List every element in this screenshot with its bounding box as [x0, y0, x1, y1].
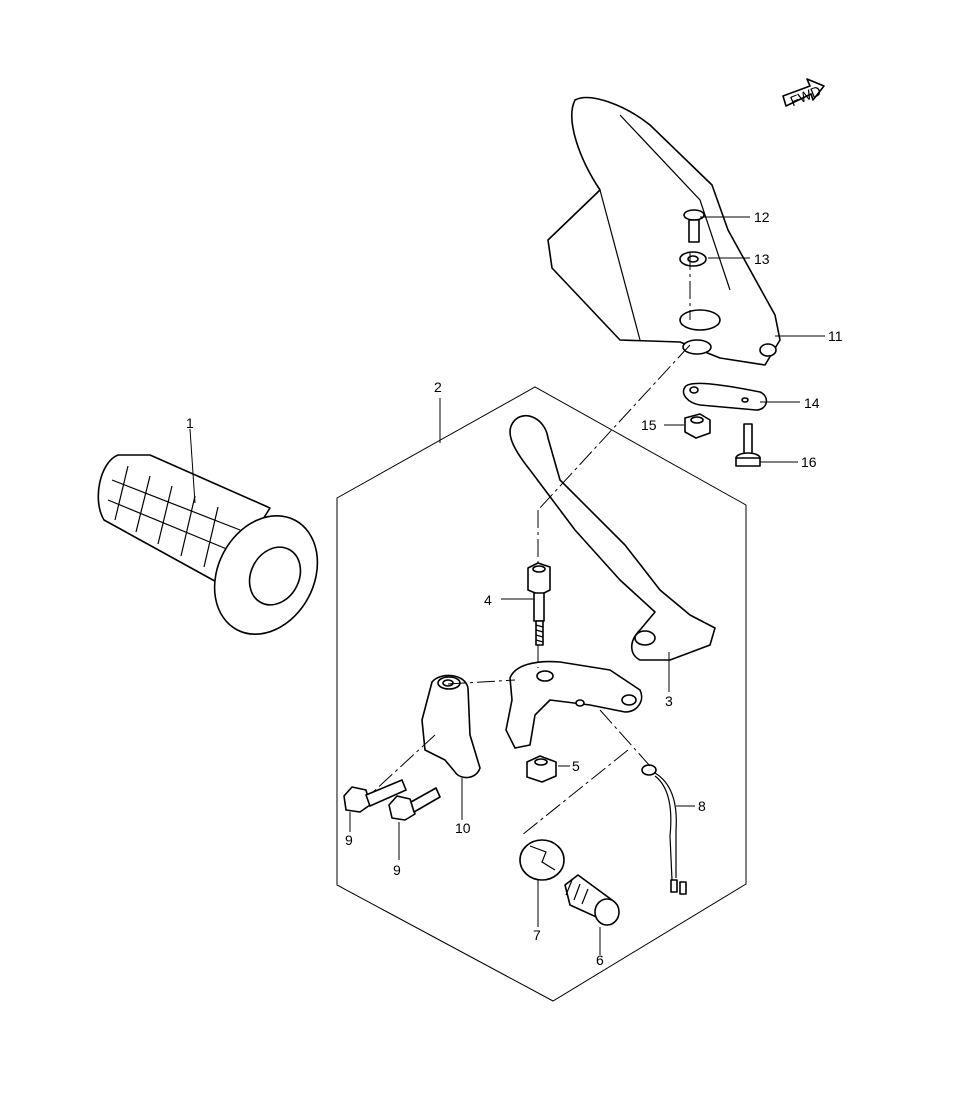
bolt-9-lower: [388, 787, 441, 821]
callouts: 1 2 3 4 5 6 7 8 9 9 10 11 12 13 14 15 16: [186, 209, 843, 968]
adjuster-7: [519, 839, 565, 881]
bolt-16: [735, 423, 761, 467]
leader-lines: [189, 216, 825, 955]
screw-12: [683, 209, 705, 243]
nut-15: [684, 413, 711, 439]
callout-5: 5: [572, 758, 580, 774]
fwd-arrow-icon: FWD: [782, 78, 825, 109]
cable-adjuster-6: [564, 874, 620, 926]
callout-6: 6: [596, 952, 604, 968]
lever-holder: [505, 660, 643, 749]
callout-3: 3: [665, 693, 673, 709]
callout-1: 1: [186, 415, 194, 431]
clamp-10: [421, 674, 481, 779]
callout-2: 2: [434, 379, 442, 395]
callout-11: 11: [828, 328, 843, 344]
assembly-lines: [371, 252, 691, 836]
grip: [97, 454, 319, 635]
plate-14: [682, 382, 768, 411]
nut-5: [526, 755, 557, 783]
lever: [509, 414, 716, 661]
pivot-bolt-4: [527, 562, 551, 646]
callout-16: 16: [801, 454, 817, 470]
fwd-label: FWD: [788, 82, 824, 109]
callout-13: 13: [754, 251, 770, 267]
callout-15: 15: [641, 417, 657, 433]
callout-7: 7: [533, 927, 541, 943]
callout-14: 14: [804, 395, 820, 411]
callout-10: 10: [455, 820, 471, 836]
callout-4: 4: [484, 592, 492, 608]
callout-12: 12: [754, 209, 770, 225]
callout-8: 8: [698, 798, 706, 814]
kit-outline: [336, 386, 747, 1002]
bolt-9-upper: [343, 779, 407, 813]
callout-9-b: 9: [393, 862, 401, 878]
callout-9-a: 9: [345, 832, 353, 848]
washer-13: [679, 251, 707, 267]
switch-8: [641, 764, 687, 895]
hand-guard: [547, 96, 781, 366]
